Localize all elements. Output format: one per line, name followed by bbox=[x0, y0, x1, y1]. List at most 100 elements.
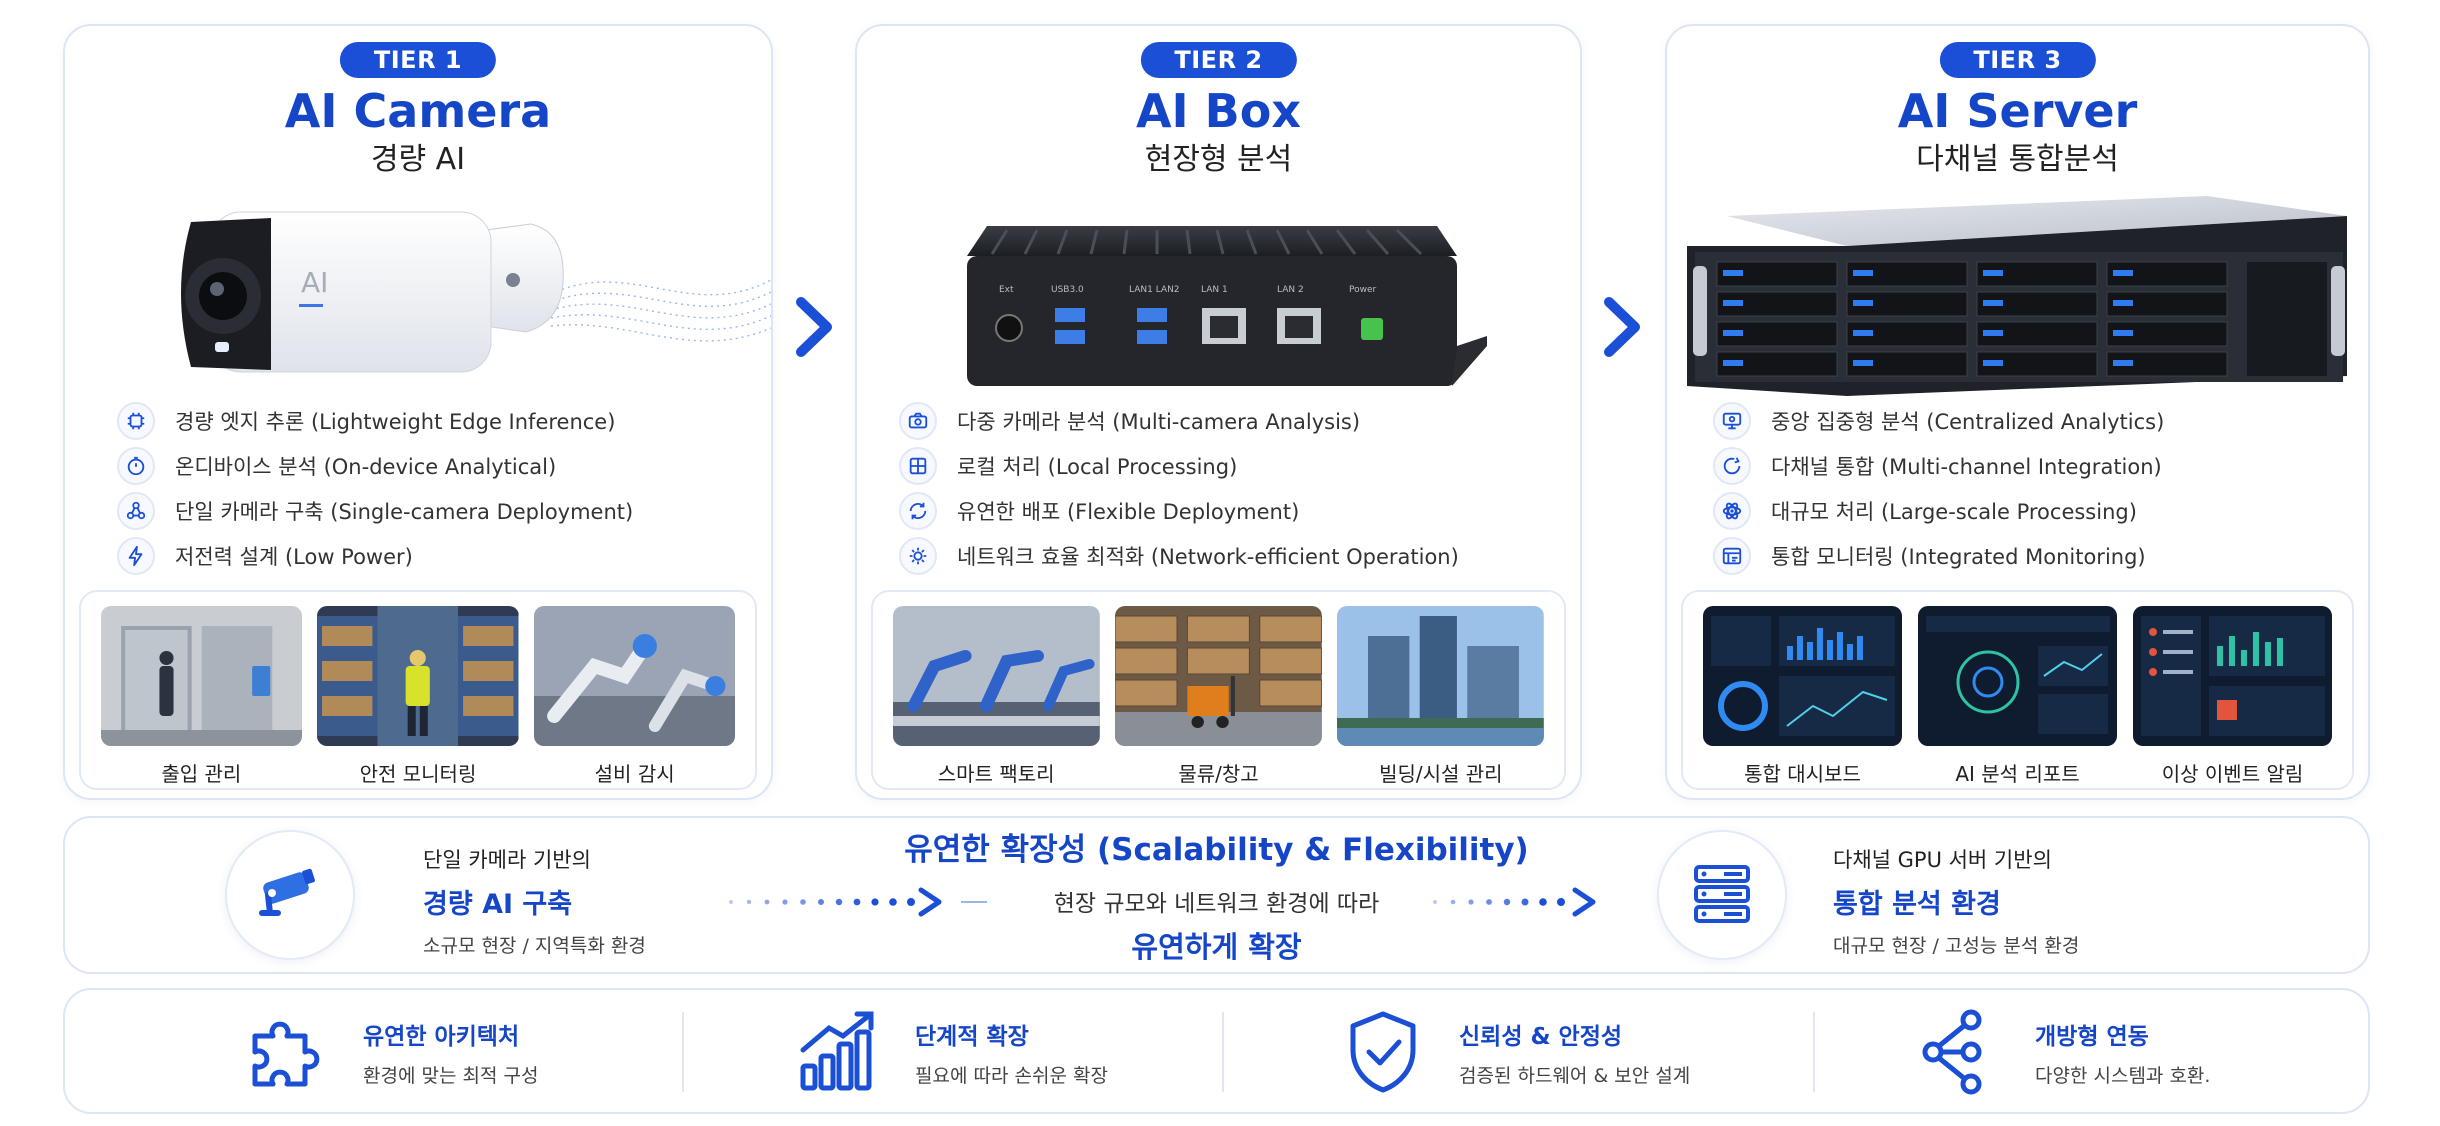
divider bbox=[682, 1012, 684, 1092]
use-case-item: 설비 감시 bbox=[533, 606, 736, 788]
use-case-item: 스마트 팩토리 bbox=[892, 606, 1100, 788]
monitor-analytics-icon bbox=[1713, 401, 1751, 440]
feature-text: 단일 카메라 구축 (Single-camera Deployment) bbox=[175, 499, 634, 524]
shield-check-icon bbox=[1337, 1006, 1429, 1098]
dashboard-icon bbox=[1713, 536, 1751, 575]
cctv-camera-icon bbox=[225, 830, 355, 960]
building-facility-photo bbox=[1337, 606, 1545, 746]
feature-text: 온디바이스 분석 (On-device Analytical) bbox=[175, 454, 557, 479]
feature-list: 다중 카메라 분석 (Multi-camera Analysis) 로컬 처리 … bbox=[899, 398, 1560, 578]
benefit-desc: 환경에 맞는 최적 구성 bbox=[363, 1064, 539, 1087]
use-case-caption: 빌딩/시설 관리 bbox=[1379, 762, 1503, 786]
use-case-caption: 통합 대시보드 bbox=[1744, 762, 1861, 786]
benefits-panel: 유연한 아키텍처 환경에 맞는 최적 구성 단계적 확장 필요에 따라 손쉬운 … bbox=[63, 988, 2370, 1114]
feature-item: 온디바이스 분석 (On-device Analytical) bbox=[117, 443, 751, 488]
puzzle-icon bbox=[241, 1006, 333, 1098]
share-network-icon bbox=[1913, 1006, 2005, 1098]
tier-badge: TIER 3 bbox=[1939, 42, 2096, 78]
tier-subtitle: 경량 AI bbox=[370, 142, 466, 177]
scalability-panel: 유연한 확장성 (Scalability & Flexibility) 단일 카… bbox=[63, 816, 2370, 974]
deploy-cycle-icon bbox=[899, 491, 937, 530]
use-case-caption: 출입 관리 bbox=[161, 762, 242, 786]
use-case-caption: 이상 이벤트 알림 bbox=[2161, 762, 2304, 786]
scalability-right-bottom: 대규모 현장 / 고성능 분석 환경 bbox=[1833, 935, 2080, 957]
feature-item: 다중 카메라 분석 (Multi-camera Analysis) bbox=[899, 398, 1560, 443]
edge-chip-icon bbox=[117, 401, 155, 440]
tier-1-card: TIER 1 AI Camera 경량 AI bbox=[63, 24, 773, 800]
port-label: Power bbox=[1349, 285, 1377, 295]
tier-title: AI Server bbox=[1897, 84, 2138, 138]
safety-monitoring-photo bbox=[317, 606, 519, 746]
ai-box-illustration: Ext USB3.0 LAN1 LAN2 LAN 1 LAN 2 Power bbox=[947, 196, 1487, 406]
use-case-caption: 안전 모니터링 bbox=[359, 762, 477, 786]
equipment-monitoring-photo bbox=[533, 606, 736, 746]
use-case-caption: 스마트 팩토리 bbox=[937, 762, 1055, 786]
scalability-center-top: 현장 규모와 네트워크 환경에 따라 bbox=[1053, 891, 1380, 917]
use-case-item: 안전 모니터링 bbox=[317, 606, 519, 788]
use-case-item: 빌딩/시설 관리 bbox=[1337, 606, 1545, 788]
scalability-center-highlight: 유연하게 확장 bbox=[1131, 930, 1302, 964]
server-stack-icon bbox=[1657, 830, 1787, 960]
access-control-photo bbox=[100, 606, 303, 746]
atom-icon bbox=[1713, 491, 1751, 530]
scalability-title: 유연한 확장성 (Scalability & Flexibility) bbox=[904, 832, 1529, 868]
use-case-gallery: 출입 관리 안전 모니터링 설비 감시 bbox=[79, 590, 757, 790]
feature-text: 다채널 통합 (Multi-channel Integration) bbox=[1771, 454, 2162, 479]
dotted-arrow-icon bbox=[725, 884, 995, 920]
scalability-left-top: 단일 카메라 기반의 bbox=[423, 848, 591, 872]
feature-text: 중앙 집중형 분석 (Centralized Analytics) bbox=[1771, 409, 2165, 434]
timer-icon bbox=[117, 446, 155, 485]
ai-camera-illustration: AI bbox=[171, 192, 772, 402]
divider bbox=[1813, 1012, 1815, 1092]
tier-subtitle: 다채널 통합분석 bbox=[1916, 142, 2119, 177]
feature-item: 단일 카메라 구축 (Single-camera Deployment) bbox=[117, 488, 751, 533]
ai-report-screen bbox=[1917, 606, 2118, 746]
bolt-icon bbox=[117, 536, 155, 575]
tier-title: AI Box bbox=[1135, 84, 1302, 138]
port-label: Ext bbox=[999, 285, 1014, 295]
smart-factory-photo bbox=[892, 606, 1100, 746]
benefit-desc: 필요에 따라 손쉬운 확장 bbox=[915, 1064, 1108, 1087]
use-case-item: 물류/창고 bbox=[1115, 606, 1322, 788]
benefit-title: 개방형 연동 bbox=[2035, 1023, 2149, 1050]
port-label: LAN1 LAN2 bbox=[1129, 285, 1180, 295]
logistics-warehouse-photo bbox=[1115, 606, 1322, 746]
feature-text: 통합 모니터링 (Integrated Monitoring) bbox=[1771, 544, 2146, 569]
feature-text: 경량 엣지 추론 (Lightweight Edge Inference) bbox=[175, 409, 616, 434]
feature-text: 로컬 처리 (Local Processing) bbox=[957, 454, 1238, 479]
benefit-title: 신뢰성 & 안정성 bbox=[1459, 1023, 1623, 1050]
tier-subtitle: 현장형 분석 bbox=[1144, 142, 1293, 177]
feature-item: 통합 모니터링 (Integrated Monitoring) bbox=[1713, 533, 2348, 578]
growth-chart-icon bbox=[793, 1006, 885, 1098]
use-case-caption: 물류/창고 bbox=[1178, 762, 1259, 786]
feature-list: 중앙 집중형 분석 (Centralized Analytics) 다채널 통합… bbox=[1713, 398, 2348, 578]
refresh-ring-icon bbox=[1713, 446, 1751, 485]
ai-server-illustration bbox=[1687, 186, 2357, 406]
anomaly-alert-screen bbox=[2132, 606, 2333, 746]
benefit-item: 단계적 확장 필요에 따라 손쉬운 확장 bbox=[793, 1004, 1108, 1100]
scalability-left: 단일 카메라 기반의 경량 AI 구축 소규모 현장 / 지역특화 환경 bbox=[423, 844, 646, 958]
scalability-right-top: 다채널 GPU 서버 기반의 bbox=[1833, 848, 2052, 872]
local-box-icon bbox=[899, 446, 937, 485]
feature-text: 대규모 처리 (Large-scale Processing) bbox=[1771, 499, 2137, 524]
device-ai-label: AI bbox=[301, 266, 328, 299]
tier-3-card: TIER 3 AI Server 다채널 통합분석 bbox=[1665, 24, 2370, 800]
divider bbox=[1222, 1012, 1224, 1092]
use-case-caption: AI 분석 리포트 bbox=[1955, 762, 2080, 786]
dotted-arrow-icon bbox=[1425, 884, 1655, 920]
tier-2-card: TIER 2 AI Box 현장형 분석 bbox=[855, 24, 1582, 800]
network-nodes-icon bbox=[117, 491, 155, 530]
tier-badge: TIER 2 bbox=[1140, 42, 1297, 78]
tier-badge: TIER 1 bbox=[339, 42, 497, 78]
use-case-item: 통합 대시보드 bbox=[1702, 606, 1903, 788]
scalability-right: 다채널 GPU 서버 기반의 통합 분석 환경 대규모 현장 / 고성능 분석 … bbox=[1833, 844, 2079, 958]
port-label: LAN 1 bbox=[1201, 285, 1228, 295]
use-case-item: 이상 이벤트 알림 bbox=[2132, 606, 2333, 788]
feature-item: 대규모 처리 (Large-scale Processing) bbox=[1713, 488, 2348, 533]
network-gear-icon bbox=[899, 536, 937, 575]
use-case-gallery: 스마트 팩토리 물류/창고 빌딩/시설 관리 bbox=[871, 590, 1566, 790]
feature-item: 유연한 배포 (Flexible Deployment) bbox=[899, 488, 1560, 533]
feature-item: 경량 엣지 추론 (Lightweight Edge Inference) bbox=[117, 398, 751, 443]
feature-text: 유연한 배포 (Flexible Deployment) bbox=[957, 499, 1300, 524]
benefit-desc: 검증된 하드웨어 & 보안 설계 bbox=[1459, 1064, 1691, 1087]
